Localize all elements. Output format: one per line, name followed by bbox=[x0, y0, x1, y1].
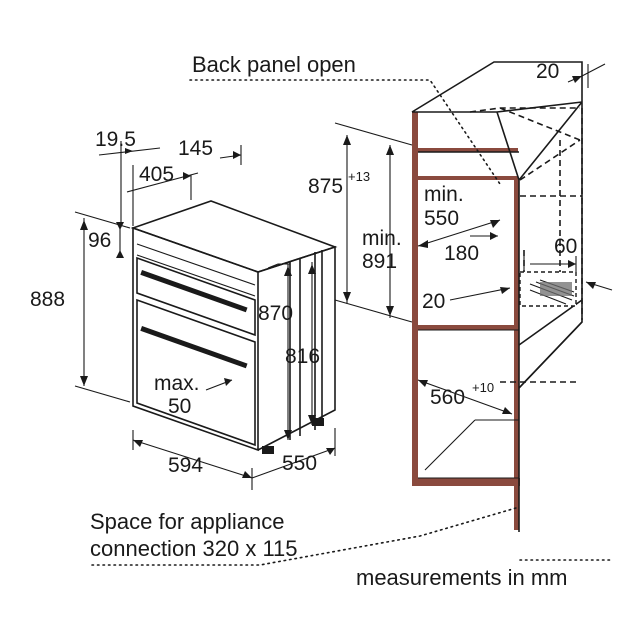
dim-888: 888 bbox=[30, 288, 65, 311]
dim-60: 60 bbox=[554, 235, 577, 258]
dim-20-mid: 20 bbox=[422, 290, 445, 313]
dim-19-5: 19.5 bbox=[95, 128, 136, 151]
dim-875: 875 bbox=[308, 175, 343, 198]
cabinet-mid-board bbox=[418, 176, 518, 180]
dim-870: 870 bbox=[258, 302, 293, 325]
leader-lines bbox=[91, 79, 611, 566]
dim-875-tolerance: +13 bbox=[348, 169, 370, 184]
lower-door bbox=[136, 298, 256, 447]
dim-816: 816 bbox=[285, 345, 320, 368]
dim-560-tolerance: +10 bbox=[472, 380, 494, 395]
dim-min-891-value: 891 bbox=[362, 250, 397, 273]
cabinet-side-lines bbox=[518, 299, 583, 389]
upper-door bbox=[136, 256, 256, 337]
cabinet-lower-lines bbox=[418, 329, 519, 479]
dim-min-550-label: min. bbox=[424, 183, 464, 206]
cabinet-top-board bbox=[418, 148, 518, 152]
upper-handle bbox=[140, 270, 248, 313]
dim-20-top: 20 bbox=[536, 60, 559, 83]
cabinet-drawing bbox=[411, 61, 583, 532]
oven-front bbox=[132, 226, 259, 452]
oven-drawing bbox=[130, 200, 338, 454]
oven-side bbox=[257, 245, 336, 451]
dim-96: 96 bbox=[88, 229, 111, 252]
dim-max-value: 50 bbox=[168, 395, 191, 418]
cabinet-inner-wall bbox=[514, 180, 519, 530]
dim-560: 560 bbox=[430, 386, 465, 409]
oven-top bbox=[130, 200, 338, 273]
space-label-line2: connection 320 x 115 bbox=[90, 536, 298, 561]
cabinet-left-wall bbox=[412, 112, 418, 484]
cabinet-bottom-shelf bbox=[418, 325, 518, 330]
space-label-line1: Space for appliance bbox=[90, 509, 284, 534]
back-panel-label: Back panel open bbox=[192, 52, 356, 77]
control-panel bbox=[136, 243, 256, 297]
back-panel-leader bbox=[189, 79, 501, 185]
dim-max-label: max. bbox=[154, 372, 200, 395]
cabinet-base bbox=[412, 478, 520, 486]
dim-180: 180 bbox=[444, 242, 479, 265]
dim-min-550-value: 550 bbox=[424, 207, 459, 230]
dim-405: 405 bbox=[139, 163, 174, 186]
oven-rail bbox=[267, 263, 290, 269]
oven-frame bbox=[289, 250, 323, 440]
dim-550: 550 bbox=[282, 452, 317, 475]
dim-min-891-label: min. bbox=[362, 227, 402, 250]
units-label: measurements in mm bbox=[356, 565, 568, 590]
labels: Back panel open Space for appliance conn… bbox=[30, 52, 577, 590]
dimension-lines bbox=[74, 63, 613, 490]
oven-feet bbox=[262, 446, 274, 454]
lower-handle bbox=[140, 326, 248, 369]
dim-594: 594 bbox=[168, 454, 203, 477]
vent-opening bbox=[519, 271, 577, 307]
dim-145: 145 bbox=[178, 137, 213, 160]
space-leader bbox=[91, 507, 517, 566]
